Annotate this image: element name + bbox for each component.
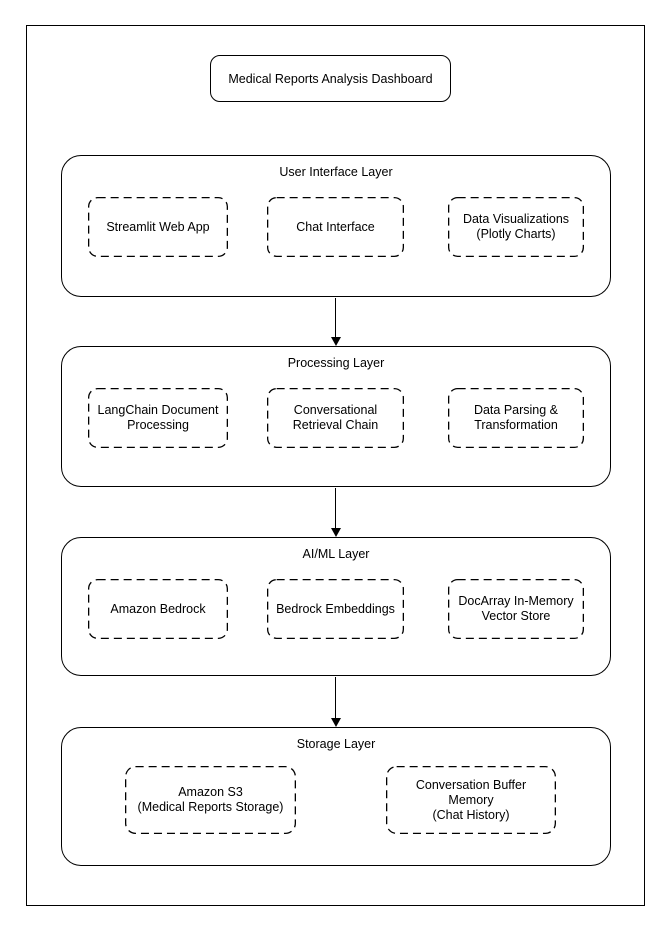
layer-title: Storage Layer [296,737,376,751]
node-label: Conversation Buffer Memory (Chat History… [415,777,527,822]
node-label: Amazon S3 (Medical Reports Storage) [137,785,284,814]
node-amazon-bedrock: Amazon Bedrock [88,579,228,639]
layer-ai-ml: AI/ML Layer Amazon Bedrock Bedrock Embed… [61,537,611,676]
dashed-border [448,388,584,448]
node-label: Data Parsing & Transformation [473,403,559,432]
node-label: LangChain Document Processing [97,403,219,432]
node-label: Streamlit Web App [106,219,210,234]
dashed-border [88,579,228,639]
node-streamlit-web-app: Streamlit Web App [88,197,228,257]
node-docarray-vector-store: DocArray In-Memory Vector Store [448,579,584,639]
layer-storage: Storage Layer Amazon S3 (Medical Reports… [61,727,611,866]
node-bedrock-embeddings: Bedrock Embeddings [267,579,404,639]
dashed-border [448,579,584,639]
node-langchain-document-processing: LangChain Document Processing [88,388,228,448]
node-conversational-retrieval-chain: Conversational Retrieval Chain [267,388,404,448]
node-label: Conversational Retrieval Chain [292,403,379,432]
node-chat-interface: Chat Interface [267,197,404,257]
diagram-title: Medical Reports Analysis Dashboard [228,71,433,86]
arrow-processing-to-aiml [330,488,341,537]
dashed-border [88,197,228,257]
arrow-aiml-to-storage [330,677,341,727]
node-amazon-s3: Amazon S3 (Medical Reports Storage) [125,766,296,834]
dashed-border [448,197,584,257]
dashed-border [125,766,296,834]
dashed-border [267,388,404,448]
node-label: Chat Interface [296,219,375,234]
dashed-border [267,197,404,257]
layer-user-interface: User Interface Layer Streamlit Web App C… [61,155,611,297]
layer-title: AI/ML Layer [302,547,370,561]
dashed-border [267,579,404,639]
dashed-border [88,388,228,448]
node-label: Bedrock Embeddings [276,601,395,616]
dashed-border [386,766,556,834]
layer-processing: Processing Layer LangChain Document Proc… [61,346,611,487]
node-label: Data Visualizations (Plotly Charts) [462,212,570,241]
node-conversation-buffer-memory: Conversation Buffer Memory (Chat History… [386,766,556,834]
node-data-visualizations: Data Visualizations (Plotly Charts) [448,197,584,257]
node-label: Amazon Bedrock [110,601,206,616]
node-data-parsing-transformation: Data Parsing & Transformation [448,388,584,448]
layer-title: User Interface Layer [279,165,393,179]
arrow-ui-to-processing [330,298,341,346]
layer-title: Processing Layer [287,356,385,370]
title-box: Medical Reports Analysis Dashboard [210,55,451,102]
node-label: DocArray In-Memory Vector Store [458,594,574,623]
